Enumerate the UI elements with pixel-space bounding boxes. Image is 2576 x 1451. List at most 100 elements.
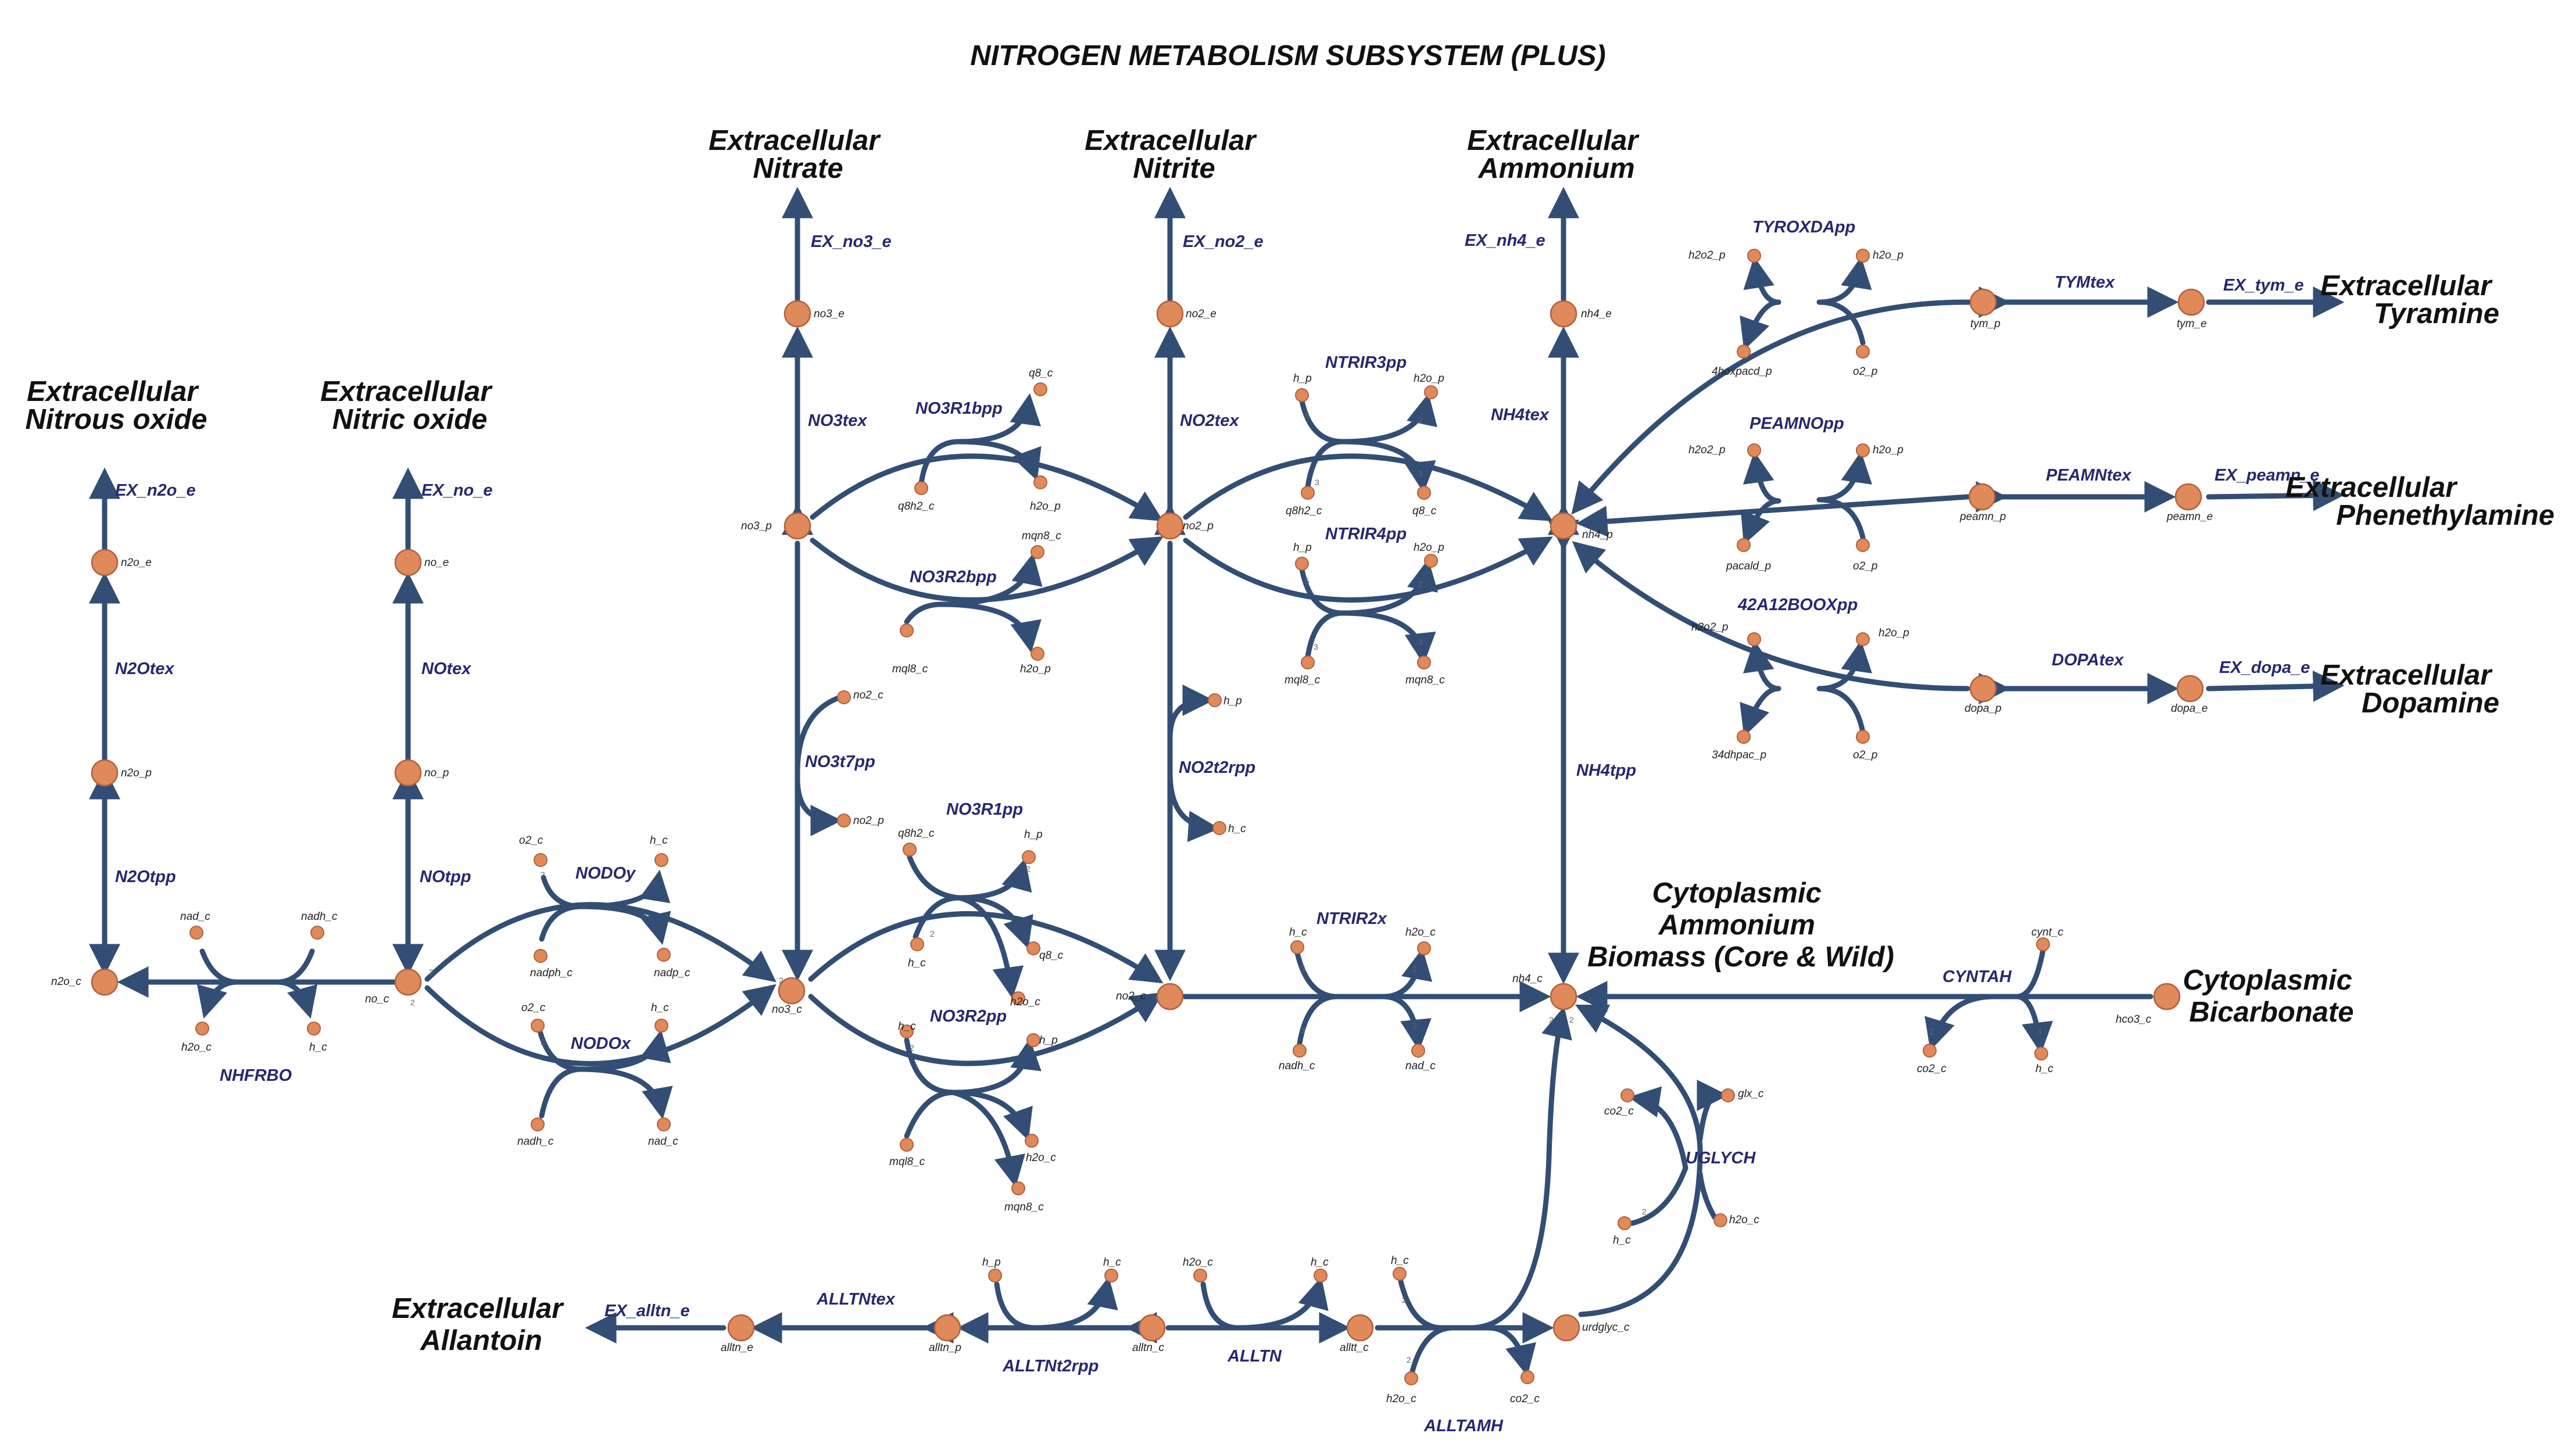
node-peamn-e[interactable] [2174, 483, 2202, 511]
rxn-42a12booxpp[interactable]: 42A12BOOXpp [1737, 596, 1858, 614]
node-tym-p[interactable] [1969, 288, 1997, 316]
node-q8-c-1[interactable] [1033, 382, 1047, 396]
rxn-tymtex[interactable]: TYMtex [2055, 273, 2116, 292]
node-h2o-c-6[interactable] [1193, 1269, 1207, 1282]
rxn-tyroxdapp[interactable]: TYROXDApp [1752, 218, 1855, 237]
node-h-c-2[interactable] [654, 853, 668, 867]
node-co2-c-1[interactable] [1923, 1044, 1937, 1058]
node-no2-p-s[interactable] [837, 814, 851, 827]
rxn-cyntah[interactable]: CYNTAH [1942, 968, 2012, 986]
rxn-nh4tpp[interactable]: NH4tpp [1576, 761, 1636, 780]
node-co2-c-3[interactable] [1520, 1370, 1534, 1384]
node-o2-c-1[interactable] [534, 853, 548, 867]
node-h2o-c-4[interactable] [1417, 941, 1431, 955]
rxn-nodox[interactable]: NODOx [571, 1034, 632, 1053]
node-no-c[interactable] [394, 968, 422, 996]
rxn-uglych[interactable]: UGLYCH [1686, 1149, 1756, 1167]
rxn-no2tex[interactable]: NO2tex [1180, 411, 1240, 430]
node-h2o2-p-3[interactable] [1747, 632, 1761, 646]
node-q8h2-c-1[interactable] [914, 481, 928, 495]
node-h-c-1[interactable] [307, 1022, 321, 1036]
node-h-p-5[interactable] [1295, 557, 1309, 571]
node-nadph-c[interactable] [534, 949, 548, 963]
node-urdglyc-c[interactable] [1552, 1314, 1580, 1342]
rxn-ex-n2o-e[interactable]: EX_n2o_e [115, 481, 196, 500]
node-h2o-p-5[interactable] [1856, 249, 1870, 263]
node-nh4-p[interactable] [1550, 512, 1577, 540]
node-alltt-c[interactable] [1346, 1314, 1374, 1342]
node-dopa-e[interactable] [2176, 675, 2204, 703]
rxn-no2t2rpp[interactable]: NO2t2rpp [1179, 758, 1255, 777]
rxn-ntrir2x[interactable]: NTRIR2x [1316, 909, 1388, 928]
node-h-c-10[interactable] [1104, 1269, 1118, 1282]
node-h2o-p-1[interactable] [1033, 475, 1047, 489]
rxn-ex-nh4-e[interactable]: EX_nh4_e [1465, 231, 1545, 250]
rxn-ex-no3-e[interactable]: EX_no3_e [811, 232, 892, 251]
rxn-nodoy[interactable]: NODOy [575, 864, 636, 883]
node-o2-p-1[interactable] [1856, 345, 1870, 359]
node-34dhpac-p[interactable] [1737, 730, 1751, 744]
node-no2-c-s[interactable] [837, 690, 851, 704]
rxn-ex-no2-e[interactable]: EX_no2_e [1183, 232, 1264, 251]
node-no2-c[interactable] [1156, 983, 1184, 1011]
node-alltn-p[interactable] [933, 1314, 961, 1342]
node-h-c-6[interactable] [1212, 821, 1226, 835]
rxn-nh4tex[interactable]: NH4tex [1491, 406, 1550, 424]
node-h-c-11[interactable] [1314, 1269, 1328, 1282]
rxn-no3r1pp[interactable]: NO3R1pp [946, 800, 1023, 819]
node-mqn8-c-2[interactable] [1011, 1181, 1025, 1195]
node-nad-c-3[interactable] [1411, 1044, 1425, 1058]
node-h-c-9[interactable] [1618, 1216, 1632, 1230]
node-h2o2-p-2[interactable] [1747, 443, 1761, 457]
node-nadh-c-2[interactable] [531, 1117, 545, 1131]
node-h-p-1[interactable] [1022, 850, 1036, 864]
node-h2o-c-2[interactable] [1011, 991, 1025, 1005]
node-n2o-p[interactable] [91, 759, 119, 787]
node-q8-c-2[interactable] [1026, 941, 1040, 955]
node-no2-p[interactable] [1156, 512, 1184, 540]
rxn-no3tex[interactable]: NO3tex [808, 411, 868, 430]
rxn-alltnt2rpp[interactable]: ALLTNt2rpp [1002, 1357, 1099, 1375]
rxn-peamntex[interactable]: PEAMNtex [2046, 466, 2133, 485]
node-nh4-e[interactable] [1550, 300, 1577, 328]
node-h2o-c-1[interactable] [195, 1022, 209, 1036]
node-o2-p-2[interactable] [1856, 538, 1870, 552]
node-o2-c-2[interactable] [531, 1019, 545, 1033]
node-h-p-6[interactable] [988, 1269, 1002, 1282]
node-nadh-c-3[interactable] [1293, 1044, 1307, 1058]
node-hco3-c[interactable] [2153, 983, 2181, 1011]
node-h2o2-p-1[interactable] [1747, 249, 1761, 263]
rxn-notpp[interactable]: NOtpp [420, 868, 471, 886]
rxn-n2otex[interactable]: N2Otex [115, 660, 175, 678]
node-n2o-c[interactable] [91, 968, 119, 996]
node-alltn-c[interactable] [1138, 1314, 1166, 1342]
node-cynt-c[interactable] [2036, 937, 2050, 951]
node-no3-p[interactable] [783, 512, 811, 540]
rxn-n2otpp[interactable]: N2Otpp [115, 868, 176, 886]
rxn-no3r2pp[interactable]: NO3R2pp [930, 1007, 1007, 1026]
node-q8h2-c-2[interactable] [903, 843, 917, 857]
node-h2o-p-7[interactable] [1856, 632, 1870, 646]
node-h-p-3[interactable] [1208, 693, 1222, 707]
rxn-ex-alltn-e[interactable]: EX_alltn_e [604, 1302, 690, 1320]
node-nad-c-1[interactable] [189, 926, 203, 940]
node-dopa-p[interactable] [1969, 675, 1997, 703]
node-h2o-p-4[interactable] [1424, 554, 1438, 568]
node-mql8-c-1[interactable] [900, 624, 914, 637]
node-q8h2-c-3[interactable] [1301, 486, 1315, 500]
node-h-c-8[interactable] [2034, 1047, 2048, 1061]
rxn-alltamh[interactable]: ALLTAMH [1423, 1417, 1504, 1435]
node-nadh-c-1[interactable] [310, 926, 324, 940]
rxn-ex-peamn-e[interactable]: EX_peamn_e [2214, 466, 2320, 485]
node-mql8-c-2[interactable] [900, 1138, 914, 1152]
node-nad-c-2[interactable] [657, 1117, 671, 1131]
node-nh4-c[interactable] [1550, 983, 1577, 1011]
node-h2o-c-5[interactable] [1713, 1213, 1727, 1227]
node-h2o-p-3[interactable] [1424, 385, 1438, 399]
node-n2o-e[interactable] [91, 549, 119, 576]
node-h-p-4[interactable] [1295, 388, 1309, 402]
node-h-c-7[interactable] [1290, 940, 1304, 954]
rxn-nhfrbo[interactable]: NHFRBO [220, 1066, 292, 1085]
node-alltn-e[interactable] [727, 1314, 755, 1342]
rxn-no3r2bpp[interactable]: NO3R2bpp [910, 568, 997, 586]
